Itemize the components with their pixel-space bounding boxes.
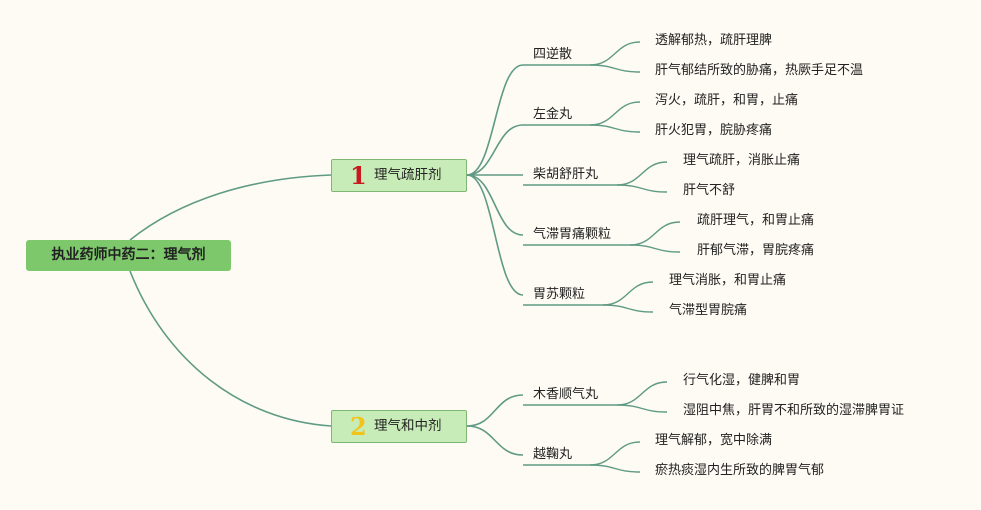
branch-label-2: 理气和中剂 <box>374 418 442 434</box>
connectors-branch-2 <box>466 394 524 456</box>
branch-topic-1[interactable]: 1 理气疏肝剂 <box>331 159 467 192</box>
connector-root-branch-1 <box>129 174 332 241</box>
subtopic-sini-san[interactable]: 四逆散 <box>533 47 573 62</box>
root-topic[interactable]: 执业药师中药二：理气剂 <box>26 240 231 271</box>
branch-number-1: 1 <box>350 161 367 190</box>
leaf-detail[interactable]: 湿阻中焦，肝胃不和所致的湿滞脾胃证 <box>683 403 905 418</box>
leaf-detail[interactable]: 透解郁热，疏肝理脾 <box>655 33 773 48</box>
branch-topic-2[interactable]: 2 理气和中剂 <box>331 410 467 443</box>
leaf-detail[interactable]: 泻火，疏肝，和胃，止痛 <box>655 93 799 108</box>
connectors-branch-1 <box>466 64 524 296</box>
subtopic-zuojin-wan[interactable]: 左金丸 <box>533 107 573 122</box>
branch-number-2: 2 <box>350 412 367 441</box>
subtopic-qizhi-weitong-keli[interactable]: 气滞胃痛颗粒 <box>533 227 612 242</box>
leaf-detail[interactable]: 肝气不舒 <box>683 183 736 198</box>
leaf-detail[interactable]: 理气消胀，和胃止痛 <box>669 273 787 288</box>
leaf-detail[interactable]: 理气解郁，宽中除满 <box>655 433 773 448</box>
leaf-detail[interactable]: 瘀热痰湿内生所致的脾胃气郁 <box>655 463 825 478</box>
leaf-detail[interactable]: 疏肝理气，和胃止痛 <box>697 213 815 228</box>
leaf-detail[interactable]: 肝火犯胃，脘胁疼痛 <box>655 123 773 138</box>
subtopic-muxiang-shunqi-wan[interactable]: 木香顺气丸 <box>533 387 599 402</box>
leaf-detail[interactable]: 肝郁气滞，胃脘疼痛 <box>697 243 815 258</box>
subtopic-weisu-keli[interactable]: 胃苏颗粒 <box>533 287 586 302</box>
subtopic-yueju-wan[interactable]: 越鞠丸 <box>533 447 573 462</box>
branch-label-1: 理气疏肝剂 <box>374 167 442 183</box>
leaf-detail[interactable]: 行气化湿，健脾和胃 <box>683 373 801 388</box>
leaf-detail[interactable]: 气滞型胃脘痛 <box>669 303 748 318</box>
leaf-detail[interactable]: 肝气郁结所致的胁痛，热厥手足不温 <box>655 63 864 78</box>
leaf-detail[interactable]: 理气疏肝，消胀止痛 <box>683 153 801 168</box>
subtopic-chaihu-shugan-wan[interactable]: 柴胡舒肝丸 <box>533 167 599 182</box>
connectors-leaves <box>523 41 681 473</box>
connector-root-branch-2 <box>129 270 332 427</box>
